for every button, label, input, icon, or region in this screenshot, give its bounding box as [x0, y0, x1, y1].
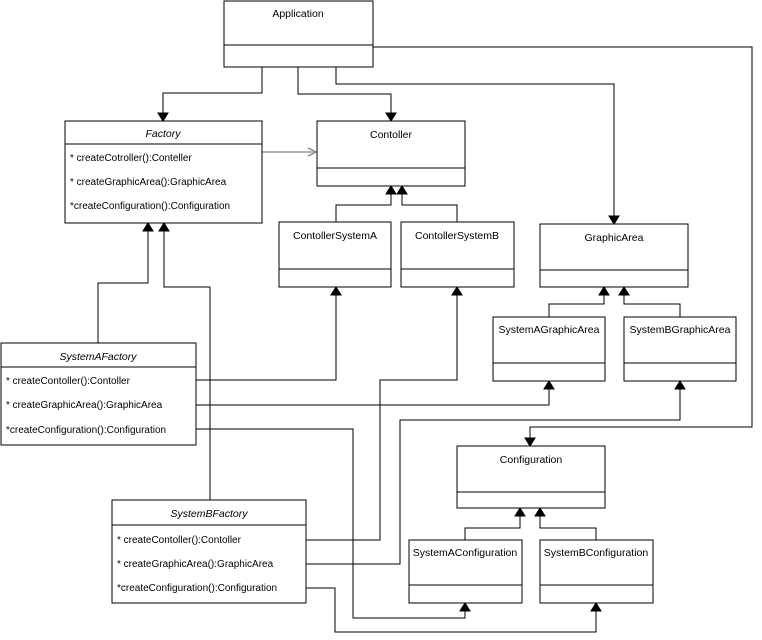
edge-systemaconfiguration-to-configuration: [464, 513, 521, 540]
edge-application-to-controller: [297, 67, 392, 117]
edge-controllersystema-to-controller: [335, 191, 392, 222]
arrowhead-systemagraphicarea: [543, 380, 555, 390]
class-name: Configuration: [500, 454, 563, 466]
arrowhead-configuration-inherit-b: [534, 507, 546, 517]
arrowhead-controller-inherit-b: [396, 185, 408, 195]
edge-application-to-configuration: [373, 46, 753, 442]
arrowhead-configuration-inherit-a: [514, 507, 526, 517]
arrowhead-systembgraphicarea: [674, 380, 686, 390]
class-name: GraphicArea: [585, 232, 644, 244]
class-controller[interactable]: Contoller: [316, 120, 466, 187]
edge-systemagraphicarea-to-graphicarea: [548, 292, 605, 317]
edge-systembfactory-to-factory: [163, 228, 211, 500]
method: *createConfiguration():Configuration: [6, 425, 166, 436]
class-system-b-factory[interactable]: SystemBFactory * createContoller():Conto…: [111, 499, 307, 604]
arrowhead-systembconfiguration: [590, 602, 602, 612]
arrowhead-graphicarea-inherit-b: [618, 286, 630, 296]
class-name: SystemBConfiguration: [544, 547, 649, 559]
class-graphic-area[interactable]: GraphicArea: [539, 223, 689, 288]
class-system-a-graphic-area[interactable]: SystemAGraphicArea: [492, 316, 606, 382]
class-name: SystemBGraphicArea: [630, 324, 731, 336]
class-name: Contoller: [370, 129, 413, 141]
class-name: Factory: [145, 128, 181, 140]
class-configuration[interactable]: Configuration: [456, 445, 606, 509]
class-factory[interactable]: Factory * createCotroller():Conteller * …: [64, 120, 263, 224]
arrowhead-controller: [385, 112, 397, 122]
method: * createContoller():Contoller: [6, 376, 131, 387]
relationship-edges: [97, 46, 753, 633]
edge-systembconfiguration-to-configuration: [539, 513, 597, 540]
method: * createGraphicArea():GraphicArea: [6, 400, 163, 411]
method: *createConfiguration():Configuration: [70, 201, 230, 212]
method: * createGraphicArea():GraphicArea: [117, 559, 274, 570]
arrowhead-factory-inherit-a: [142, 222, 154, 232]
arrowhead-controllersystemb: [451, 286, 463, 296]
edge-systembfactory-to-controllersystemb: [306, 291, 458, 541]
arrowhead-graphicarea: [608, 215, 620, 225]
class-name: SystemAFactory: [59, 351, 137, 363]
class-name: Application: [272, 8, 324, 20]
class-system-b-configuration[interactable]: SystemBConfiguration: [539, 539, 654, 604]
class-system-b-graphic-area[interactable]: SystemBGraphicArea: [623, 316, 737, 382]
class-name: SystemBFactory: [170, 508, 248, 520]
class-name: SystemAConfiguration: [413, 547, 518, 559]
edge-systembgraphicarea-to-graphicarea: [623, 292, 681, 317]
edge-controllersystemb-to-controller: [401, 191, 458, 222]
edge-systemafactory-to-systemaconfiguration: [196, 428, 466, 619]
edge-systemafactory-to-systemagraphicarea: [196, 385, 550, 406]
arrowheads: [142, 112, 686, 612]
class-controller-system-a[interactable]: ContollerSystemA: [278, 221, 392, 288]
edge-application-to-graphicarea: [335, 67, 615, 220]
edge-systembfactory-to-systembgraphicarea: [306, 385, 681, 565]
arrowhead-controllersystema: [330, 286, 342, 296]
method: * createContoller():Contoller: [117, 535, 242, 546]
arrowhead-configuration: [524, 437, 536, 447]
class-name: ContollerSystemA: [293, 230, 377, 242]
edge-application-to-factory: [162, 67, 263, 117]
arrowhead-graphicarea-inherit-a: [598, 286, 610, 296]
method: * createGraphicArea():GraphicArea: [70, 177, 227, 188]
edge-systemafactory-to-factory: [97, 228, 149, 343]
arrowhead-controller-inherit-a: [385, 185, 397, 195]
arrowhead-factory-inherit-b: [158, 222, 170, 232]
method: *createConfiguration():Configuration: [117, 583, 277, 594]
arrowhead-factory-dependency: [307, 147, 318, 157]
arrowhead-factory: [157, 112, 169, 122]
edge-systembfactory-to-systembconfiguration: [306, 587, 597, 633]
class-system-a-configuration[interactable]: SystemAConfiguration: [408, 539, 523, 604]
class-name: SystemAGraphicArea: [499, 324, 600, 336]
class-name: ContollerSystemB: [415, 230, 499, 242]
class-controller-system-b[interactable]: ContollerSystemB: [400, 221, 515, 288]
class-application[interactable]: Application: [223, 0, 374, 68]
class-system-a-factory[interactable]: SystemAFactory * createContoller():Conto…: [0, 342, 197, 446]
edge-systemafactory-to-controllersystema: [196, 291, 337, 381]
method: * createCotroller():Conteller: [70, 153, 192, 164]
arrowhead-systemaconfiguration: [459, 602, 471, 612]
